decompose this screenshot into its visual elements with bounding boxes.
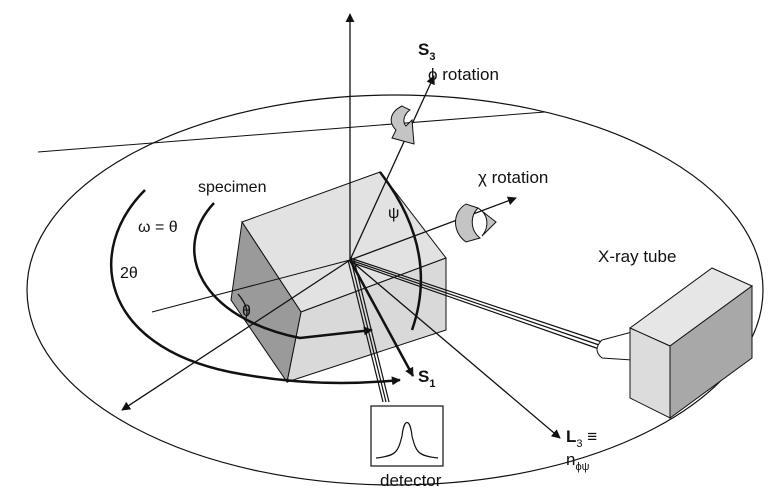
- specimen-label: specimen: [198, 179, 266, 196]
- l3-axis: [349, 259, 561, 439]
- xray-tube: [596, 267, 753, 419]
- n-phi-psi-label: nϕψ: [566, 450, 590, 473]
- psi-label: ψ: [388, 205, 399, 222]
- specimen-side-face: [230, 220, 302, 384]
- detector-box: [370, 405, 444, 467]
- plane-line: [37, 111, 546, 153]
- phi-rotation-arrow-icon: [390, 105, 415, 145]
- detector-label: detector: [380, 471, 442, 490]
- s1-label: S1: [418, 367, 435, 390]
- psi-arc: [379, 171, 423, 331]
- chi-rotation-label: χ rotation: [478, 168, 548, 187]
- theta-arc: [237, 293, 248, 319]
- in-plane-line: [151, 259, 351, 313]
- s3-label: S3: [418, 40, 435, 63]
- specimen-block: [230, 171, 447, 384]
- detector: [370, 405, 444, 467]
- theta-label: θ: [242, 303, 251, 320]
- detector-peak-icon: [375, 421, 439, 459]
- phi-rotation-label: ϕ rotation: [428, 65, 499, 84]
- omega-arc: [193, 202, 373, 340]
- incident-beam: [349, 257, 603, 351]
- l3-label: L3 ≡: [566, 427, 597, 450]
- two-theta-label: 2θ: [120, 265, 138, 282]
- s1-axis: [348, 259, 415, 377]
- lower-left-axis: [121, 259, 351, 411]
- chi-rotation-arrow-icon: [455, 203, 497, 243]
- chi-axis: [349, 196, 517, 261]
- s3-axis: [349, 75, 435, 261]
- xray-tube-nozzle: [596, 331, 633, 361]
- diffracted-beam: [347, 259, 390, 403]
- xray-tube-side: [669, 285, 753, 419]
- xray-tube-label: X-ray tube: [598, 247, 676, 266]
- two-theta-arc: [110, 189, 401, 386]
- omega-theta-label: ω = θ: [138, 219, 178, 236]
- goniometer-circle: [26, 94, 764, 486]
